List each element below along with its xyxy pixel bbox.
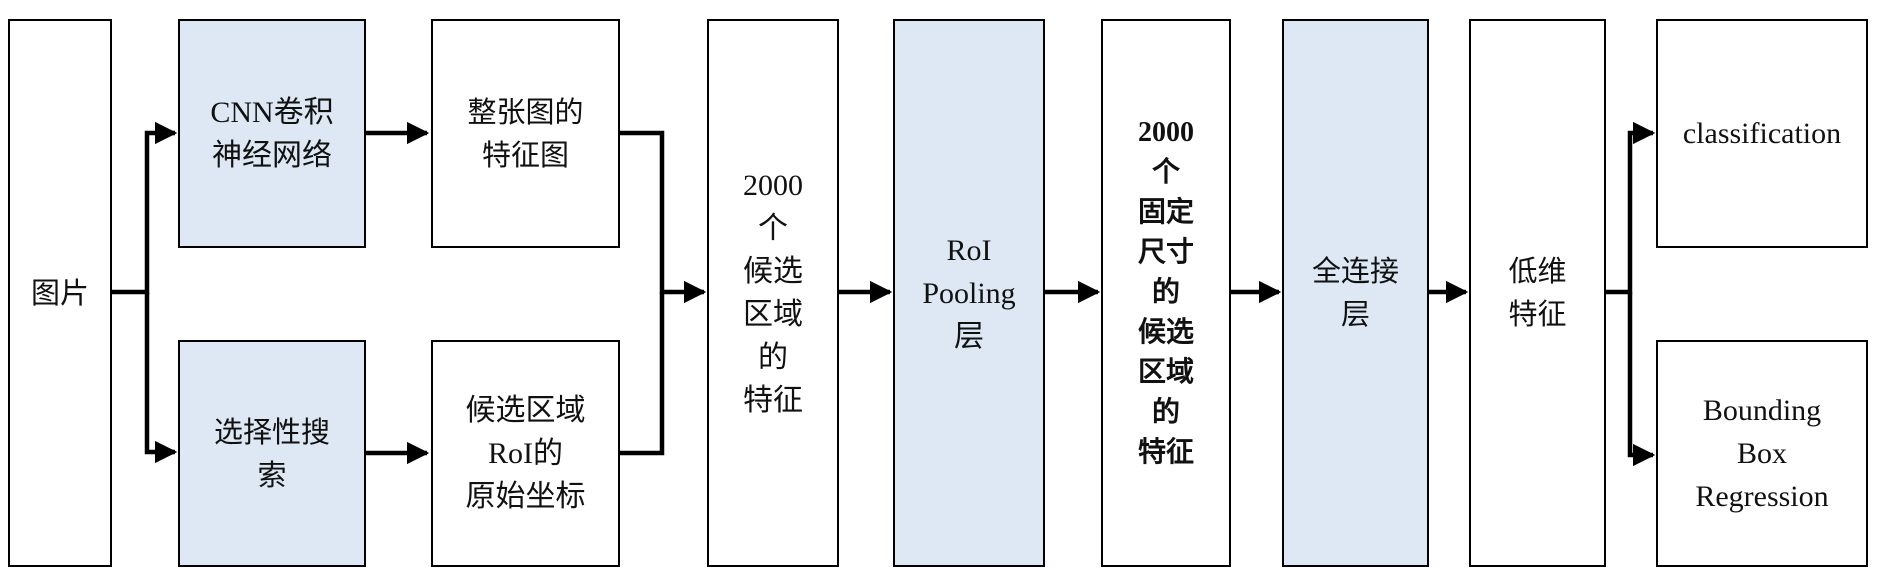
arrow-image-to-selective xyxy=(144,292,178,464)
node-roi-pooling: RoI Pooling 层 xyxy=(893,19,1045,567)
node-classification: classification xyxy=(1656,19,1868,248)
node-roi-coords: 候选区域 RoI的 原始坐标 xyxy=(431,340,620,567)
node-fixed-size-features-label: 2000 个 固定 尺寸 的 候选 区域 的 特征 xyxy=(1137,117,1194,468)
node-selective-search: 选择性搜 索 xyxy=(178,340,366,567)
node-fully-connected: 全连接 层 xyxy=(1282,19,1429,567)
node-proposal-features: 2000 个 候选 区域 的 特征 xyxy=(707,19,839,567)
node-low-dim-features: 低维 特征 xyxy=(1469,19,1606,567)
node-cnn-label: CNN卷积 神经网络 xyxy=(210,95,334,172)
node-bbox-regression: Bounding Box Regression xyxy=(1656,340,1868,567)
node-roi-pooling-label: RoI Pooling 层 xyxy=(922,233,1016,353)
node-proposal-features-label: 2000 个 候选 区域 的 特征 xyxy=(743,169,803,417)
arrow-featuremap-merge xyxy=(620,130,707,304)
node-classification-label: classification xyxy=(1682,117,1842,150)
arrow-lowdim-to-cls xyxy=(1606,121,1656,295)
node-bbox-regression-label: Bounding Box Regression xyxy=(1695,394,1829,513)
arrow-roicoords-merge xyxy=(620,292,665,456)
node-fixed-size-features: 2000 个 固定 尺寸 的 候选 区域 的 特征 xyxy=(1101,19,1231,567)
node-selective-search-label: 选择性搜 索 xyxy=(213,414,330,492)
node-fully-connected-label: 全连接 层 xyxy=(1311,254,1399,331)
arrow-image-to-cnn xyxy=(112,121,178,295)
node-cnn: CNN卷积 神经网络 xyxy=(178,19,366,248)
node-image-label: 图片 xyxy=(30,275,89,310)
node-roi-coords-label: 候选区域 RoI的 原始坐标 xyxy=(465,394,586,513)
node-image: 图片 xyxy=(8,19,112,567)
node-feature-map: 整张图的 特征图 xyxy=(431,19,620,248)
arrow-lowdim-to-bbox xyxy=(1627,292,1656,467)
node-feature-map-label: 整张图的 特征图 xyxy=(467,94,584,172)
node-low-dim-features-label: 低维 特征 xyxy=(1508,254,1567,331)
